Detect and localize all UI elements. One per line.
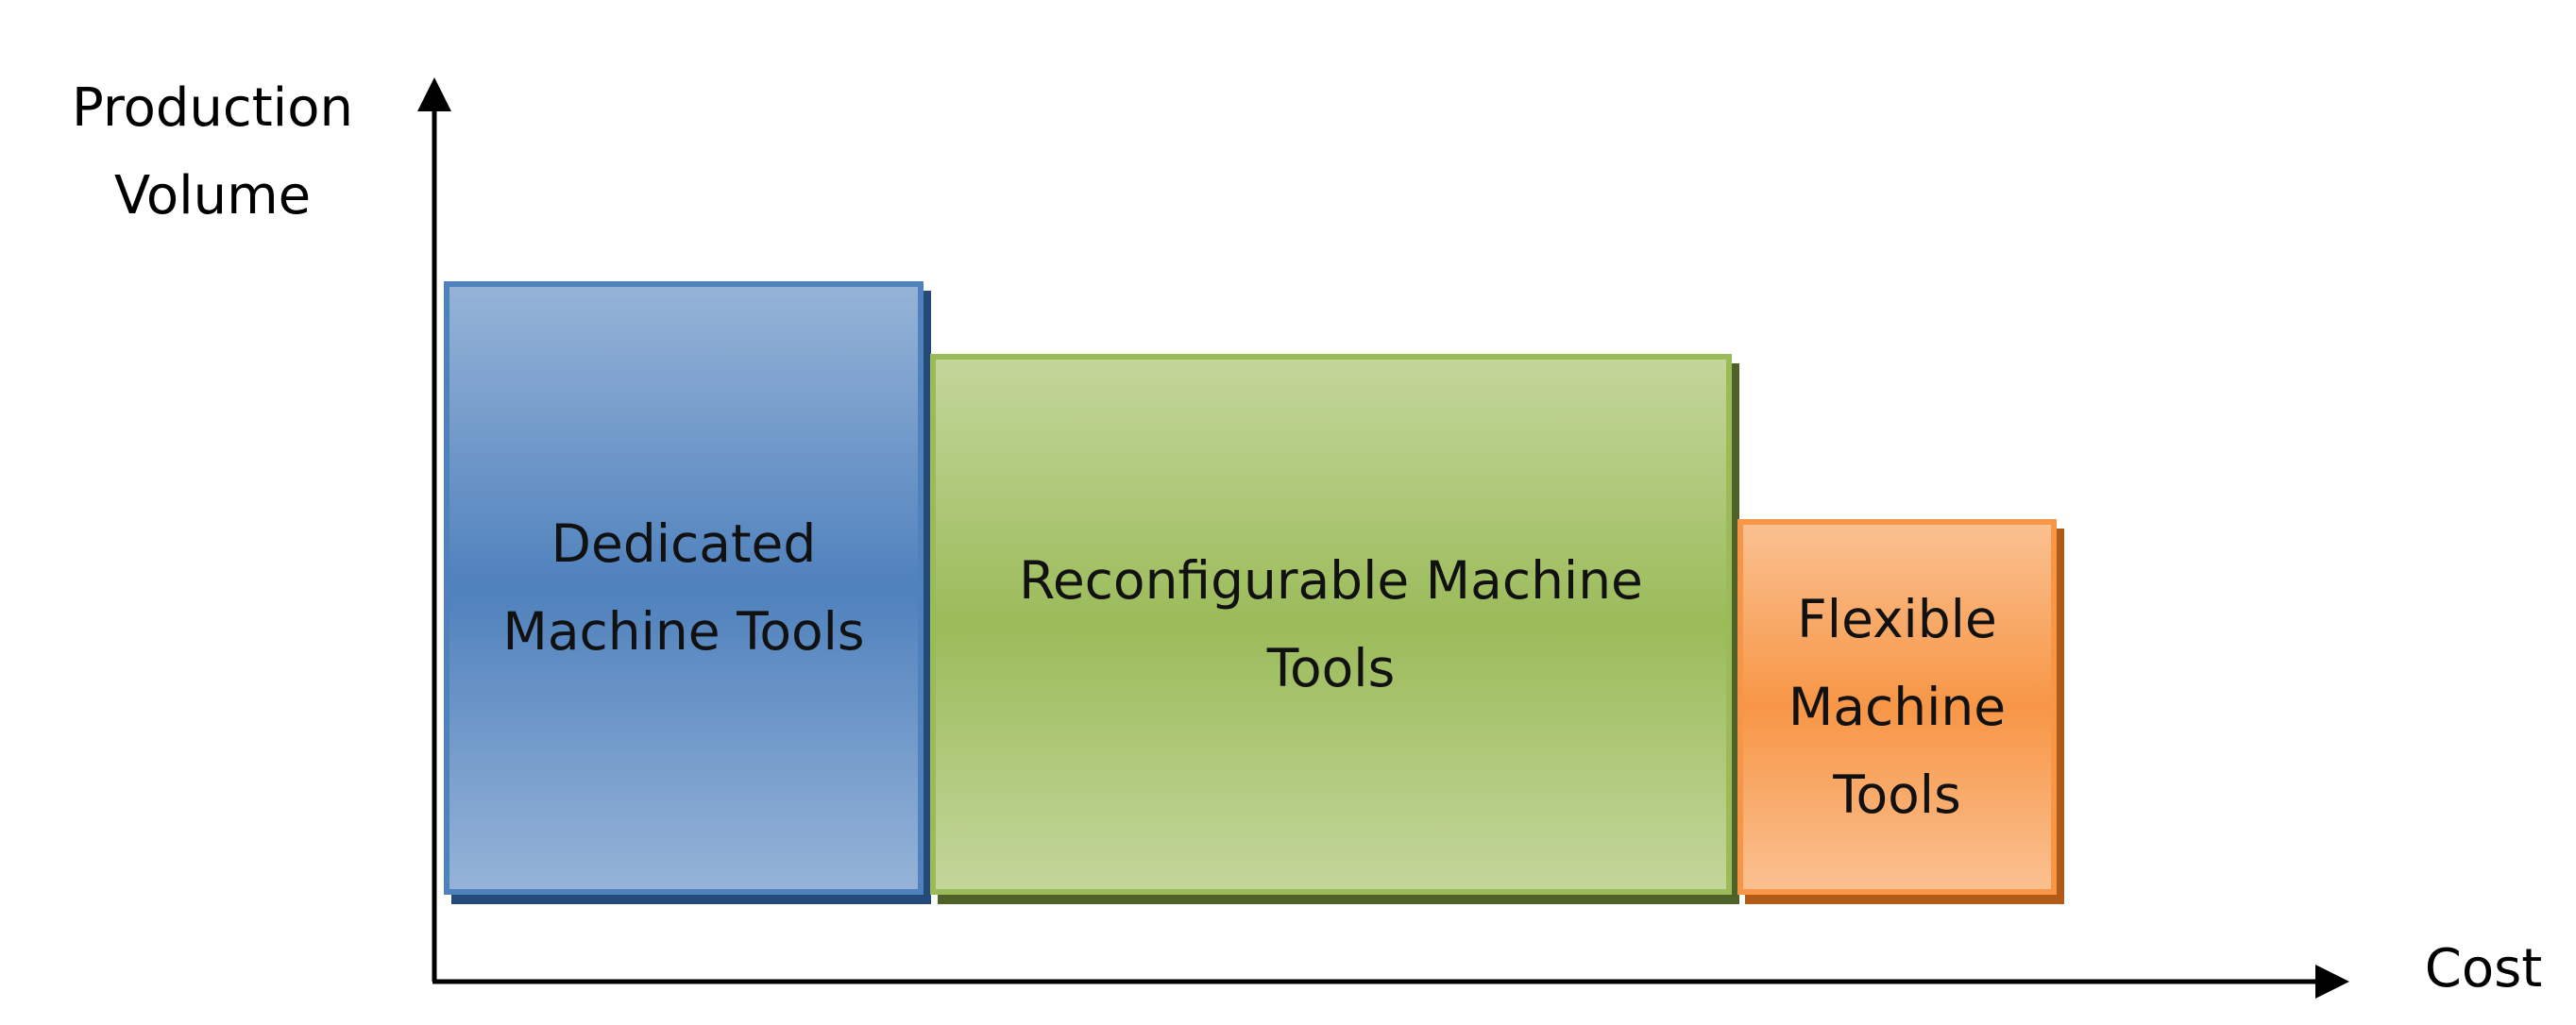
y-axis-label: Production Volume [38,64,387,240]
block-label-line: Dedicated [551,513,817,574]
block-label: Dedicated Machine Tools [502,500,864,676]
dedicated-machine-tools-block: Dedicated Machine Tools [444,281,924,895]
block-label-line: Flexible [1797,588,1997,649]
x-axis-label-text: Cost [2424,938,2543,1000]
block-label-line: Tools [1266,637,1396,698]
block-label: Flexible Machine Tools [1788,576,2006,839]
block-label-line: Tools [1833,764,1961,825]
y-axis-arrow-icon [417,77,451,111]
block-label-line: Machine Tools [502,601,865,662]
x-axis-arrow-icon [2315,965,2349,999]
reconfigurable-machine-tools-block: Reconfigurable Machine Tools [930,354,1732,895]
y-axis-label-line: Volume [113,165,312,227]
block-label-line: Reconfigurable Machine [1019,549,1643,611]
y-axis-label-line: Production [72,77,353,139]
block-label: Reconfigurable Machine Tools [1019,537,1643,713]
x-axis-label: Cost [2403,925,2564,1013]
block-label-line: Machine [1788,676,2007,737]
flexible-machine-tools-block: Flexible Machine Tools [1737,519,2057,895]
